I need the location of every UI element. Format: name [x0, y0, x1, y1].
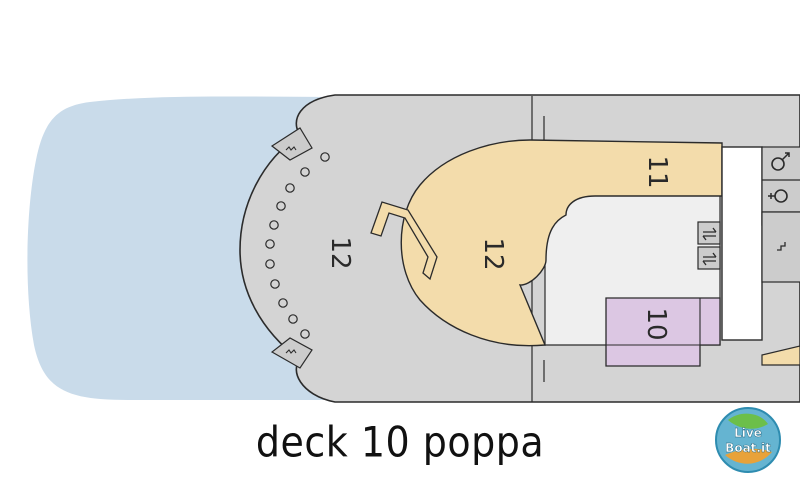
wave-icon — [270, 127, 313, 161]
lounge-number: 12 — [478, 237, 508, 270]
male-restroom-icon — [771, 152, 790, 171]
elevator-shaft — [721, 146, 763, 341]
corner-area — [761, 345, 800, 366]
elevator-icon — [697, 246, 721, 270]
female-restroom-icon — [768, 189, 788, 203]
lounge-bench — [370, 201, 438, 281]
water-area — [27, 96, 336, 401]
svg-text:Boat.it: Boat.it — [725, 441, 771, 455]
stairs-icon — [777, 242, 786, 251]
svg-text:Live: Live — [734, 426, 762, 440]
elevator-icon — [697, 221, 721, 245]
bar-number: 11 — [642, 155, 672, 188]
lounge-area — [400, 139, 723, 347]
deck-caption: deck 10 poppa — [255, 417, 545, 467]
room-number: 10 — [641, 307, 671, 340]
liveboat-logo: Live Boat.it — [715, 407, 781, 473]
wave-icon — [270, 337, 313, 369]
stern-deck-number: 12 — [325, 236, 355, 269]
portholes — [265, 152, 330, 339]
